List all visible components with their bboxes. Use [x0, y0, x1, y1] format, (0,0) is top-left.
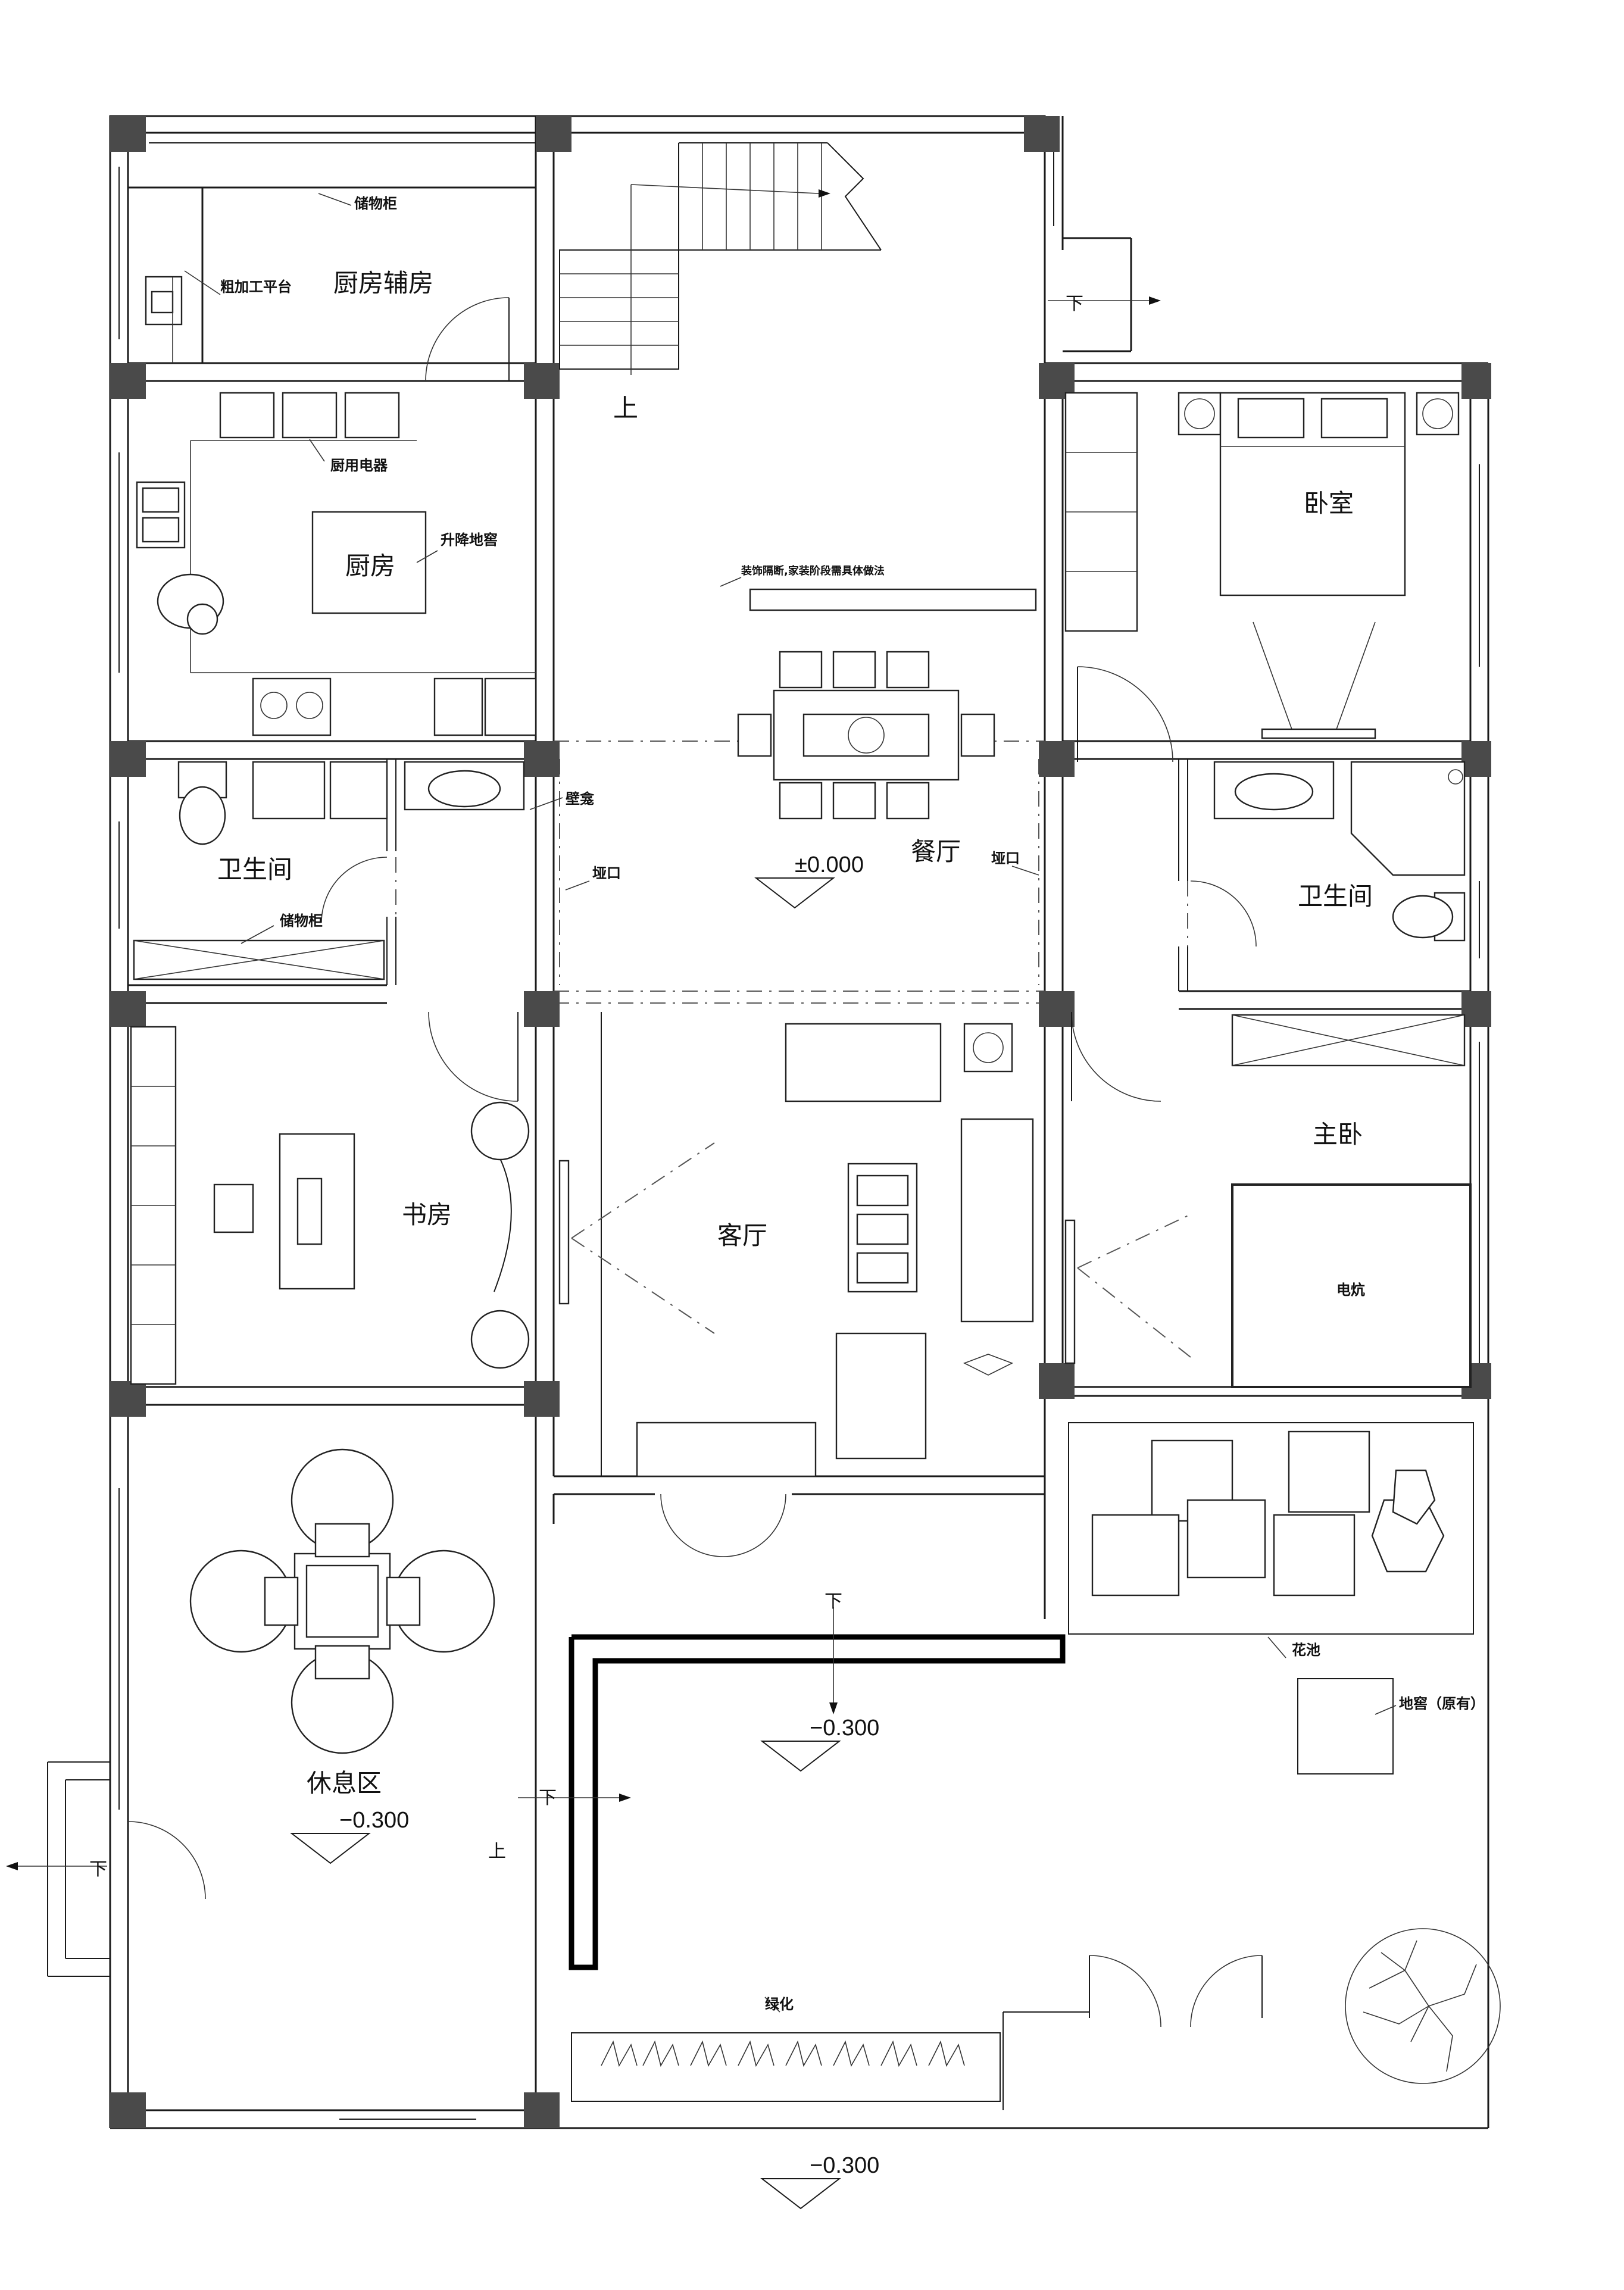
room-bath-left: 卫生间: [217, 855, 292, 884]
dining-fixtures: [737, 588, 1037, 820]
main-staircase: [559, 142, 882, 375]
level-labels: ±0.000 −0.300 −0.300 −0.300: [339, 852, 879, 2178]
stair-up-main: 上: [613, 393, 638, 423]
bedroom-fixtures: [1064, 392, 1460, 739]
exterior-walls: [109, 115, 1489, 2129]
bath-left-fixtures: [133, 761, 525, 980]
kitchen-aux-fixtures: [145, 276, 183, 363]
room-kitchen-aux: 厨房辅房: [333, 268, 433, 298]
columns: [110, 116, 1491, 2128]
bath-right-fixtures: [1213, 761, 1466, 942]
interior-walls: [128, 116, 1488, 2128]
level-terrace: −0.300: [810, 1716, 879, 1741]
room-labels: 厨房辅房 厨房 卧室 餐厅 卫生间 卫生间 书房 客厅 主卧 休息区: [217, 268, 1373, 1798]
level-lounge: −0.300: [339, 1808, 409, 1833]
study-door[interactable]: [428, 1011, 519, 1102]
annotations: 储物柜 粗加工平台 厨用电器 升降地窖 装饰隔断,家装阶段需具体做法 壁龛 垭口…: [220, 195, 1485, 2013]
stair-down-porch: 下: [825, 1591, 842, 1612]
tree-icon: [1345, 1928, 1501, 2084]
room-lounge: 休息区: [307, 1769, 382, 1798]
label-prep-platform: 粗加工平台: [220, 279, 292, 295]
living-entry-door[interactable]: [660, 1494, 786, 1557]
label-greenery: 绿化: [765, 1996, 794, 2013]
living-fixtures: [571, 1012, 1034, 1477]
stair-down-lounge: 下: [89, 1859, 107, 1880]
label-opening-right: 垭口: [991, 850, 1020, 867]
study-fixtures: [130, 1026, 570, 1385]
lounge-fixtures: [189, 1448, 495, 1754]
stair-markers: 上 下 下 下 下 上: [89, 293, 1083, 1880]
label-kang: 电炕: [1336, 1282, 1365, 1298]
bedroom-door[interactable]: [1077, 666, 1173, 763]
label-storage-bath: 储物柜: [280, 913, 323, 929]
room-living: 客厅: [717, 1221, 767, 1250]
label-opening-left: 垭口: [592, 865, 621, 882]
kitchen-fixtures: [136, 392, 537, 736]
stair-down-side: 下: [1066, 293, 1083, 314]
label-storage-top: 储物柜: [354, 195, 397, 212]
flower-bed: [1068, 1422, 1474, 1635]
kitchen-aux-door[interactable]: [425, 297, 510, 382]
label-appliances: 厨用电器: [330, 457, 388, 474]
direction-arrows: [6, 296, 1161, 1870]
terrace-outline: [569, 1634, 1394, 2110]
greenery-plants: [601, 2040, 965, 2067]
room-dining: 餐厅: [911, 837, 961, 866]
label-niche: 壁龛: [566, 791, 595, 807]
stair-down-terrace: 下: [539, 1788, 557, 1808]
label-flower-bed: 花池: [1292, 1642, 1320, 1658]
bath-right-door[interactable]: [1190, 880, 1257, 947]
room-kitchen: 厨房: [345, 551, 395, 580]
label-cellar: 地窖（原有）: [1399, 1695, 1485, 1712]
room-master: 主卧: [1313, 1120, 1363, 1149]
level-marker-dining: [754, 877, 835, 909]
level-markers: [290, 1741, 841, 2210]
level-dining: ±0.000: [795, 852, 864, 877]
label-lift-cellar: 升降地窖: [441, 532, 498, 548]
leader-lines: [184, 193, 1397, 2013]
room-bedroom: 卧室: [1304, 489, 1354, 518]
room-bath-right: 卫生间: [1298, 882, 1373, 911]
master-door[interactable]: [1071, 1011, 1161, 1102]
label-deco-note: 装饰隔断,家装阶段需具体做法: [741, 564, 885, 577]
level-outside: −0.300: [810, 2153, 879, 2178]
stair-up-lounge: 上: [488, 1841, 506, 1862]
bath-left-door[interactable]: [321, 857, 388, 923]
room-study: 书房: [402, 1200, 452, 1229]
master-fixtures: [1064, 1014, 1472, 1388]
lounge-door[interactable]: [47, 1761, 206, 1977]
